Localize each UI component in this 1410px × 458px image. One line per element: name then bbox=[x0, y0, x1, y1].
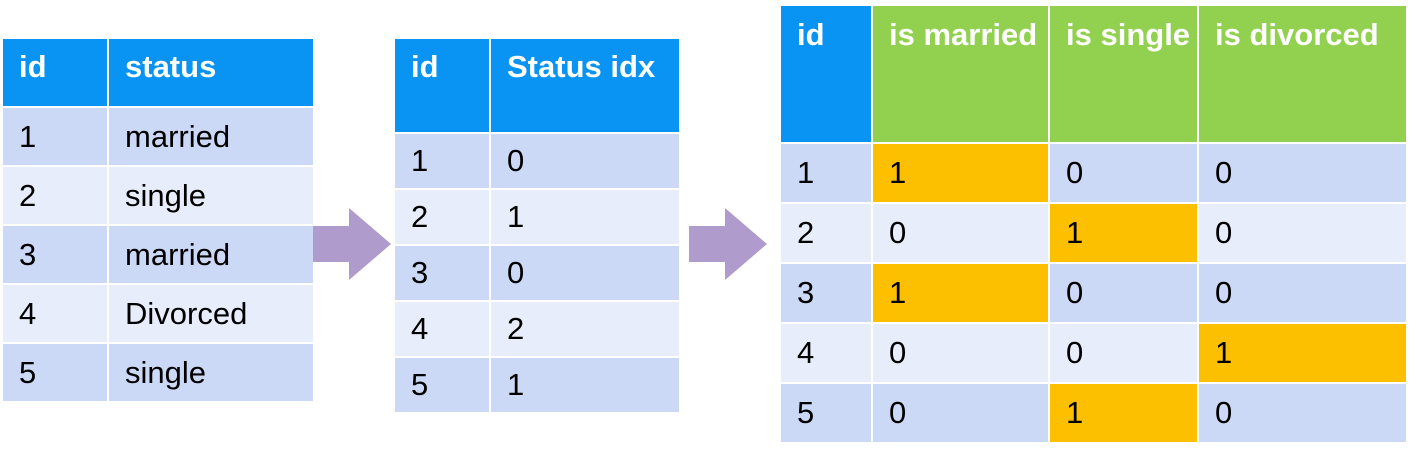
cell-id: 2 bbox=[781, 204, 871, 262]
arrow-right-icon bbox=[313, 208, 391, 280]
cell-is-married: 0 bbox=[873, 204, 1048, 262]
table-row: 4 2 bbox=[395, 302, 679, 356]
cell-is-single: 0 bbox=[1050, 144, 1197, 202]
cell-id: 3 bbox=[395, 246, 489, 300]
table-row: 1 1 0 0 bbox=[781, 144, 1406, 202]
cell-id: 4 bbox=[3, 285, 107, 342]
header-status: status bbox=[109, 39, 313, 106]
cell-id: 1 bbox=[3, 108, 107, 165]
cell-is-single: 1 bbox=[1050, 204, 1197, 262]
cell-status-idx: 2 bbox=[491, 302, 679, 356]
table-row: 3 0 bbox=[395, 246, 679, 300]
cell-is-married: 1 bbox=[873, 144, 1048, 202]
one-hot-table: id is married is single is divorced 1 1 … bbox=[779, 4, 1408, 444]
table-row: 5 single bbox=[3, 344, 313, 401]
cell-status-idx: 0 bbox=[491, 246, 679, 300]
cell-is-divorced: 0 bbox=[1199, 144, 1406, 202]
cell-id: 4 bbox=[781, 324, 871, 382]
cell-is-married: 0 bbox=[873, 384, 1048, 442]
header-id: id bbox=[781, 6, 871, 142]
cell-id: 3 bbox=[781, 264, 871, 322]
header-is-single: is single bbox=[1050, 6, 1197, 142]
cell-id: 3 bbox=[3, 226, 107, 283]
header-is-divorced: is divorced bbox=[1199, 6, 1406, 142]
table-row: 1 0 bbox=[395, 134, 679, 188]
header-is-married: is married bbox=[873, 6, 1048, 142]
cell-is-married: 1 bbox=[873, 264, 1048, 322]
cell-id: 2 bbox=[3, 167, 107, 224]
cell-status: married bbox=[109, 108, 313, 165]
cell-is-single: 1 bbox=[1050, 384, 1197, 442]
table-row: 3 1 0 0 bbox=[781, 264, 1406, 322]
cell-id: 5 bbox=[3, 344, 107, 401]
table-header-row: id status bbox=[3, 39, 313, 106]
cell-id: 2 bbox=[395, 190, 489, 244]
cell-id: 5 bbox=[781, 384, 871, 442]
table-header-row: id is married is single is divorced bbox=[781, 6, 1406, 142]
table-header-row: id Status idx bbox=[395, 39, 679, 132]
status-index-table: id Status idx 1 0 2 1 3 0 4 2 5 1 bbox=[393, 37, 681, 414]
table-row: 2 0 1 0 bbox=[781, 204, 1406, 262]
cell-is-married: 0 bbox=[873, 324, 1048, 382]
header-id: id bbox=[3, 39, 107, 106]
cell-id: 4 bbox=[395, 302, 489, 356]
cell-is-divorced: 0 bbox=[1199, 264, 1406, 322]
raw-status-table: id status 1 married 2 single 3 married 4… bbox=[1, 37, 315, 403]
cell-status-idx: 1 bbox=[491, 190, 679, 244]
cell-is-single: 0 bbox=[1050, 324, 1197, 382]
cell-id: 1 bbox=[781, 144, 871, 202]
table-row: 2 1 bbox=[395, 190, 679, 244]
table-row: 5 0 1 0 bbox=[781, 384, 1406, 442]
cell-status: single bbox=[109, 344, 313, 401]
header-id: id bbox=[395, 39, 489, 132]
cell-is-divorced: 0 bbox=[1199, 204, 1406, 262]
header-status-idx: Status idx bbox=[491, 39, 679, 132]
cell-status: single bbox=[109, 167, 313, 224]
cell-id: 5 bbox=[395, 358, 489, 412]
cell-is-divorced: 0 bbox=[1199, 384, 1406, 442]
cell-id: 1 bbox=[395, 134, 489, 188]
table-row: 2 single bbox=[3, 167, 313, 224]
cell-is-divorced: 1 bbox=[1199, 324, 1406, 382]
arrow-right-icon bbox=[689, 208, 767, 280]
table-row: 4 0 0 1 bbox=[781, 324, 1406, 382]
cell-status: Divorced bbox=[109, 285, 313, 342]
cell-status-idx: 1 bbox=[491, 358, 679, 412]
cell-status-idx: 0 bbox=[491, 134, 679, 188]
table-row: 5 1 bbox=[395, 358, 679, 412]
cell-is-single: 0 bbox=[1050, 264, 1197, 322]
cell-status: married bbox=[109, 226, 313, 283]
table-row: 3 married bbox=[3, 226, 313, 283]
table-row: 4 Divorced bbox=[3, 285, 313, 342]
table-row: 1 married bbox=[3, 108, 313, 165]
